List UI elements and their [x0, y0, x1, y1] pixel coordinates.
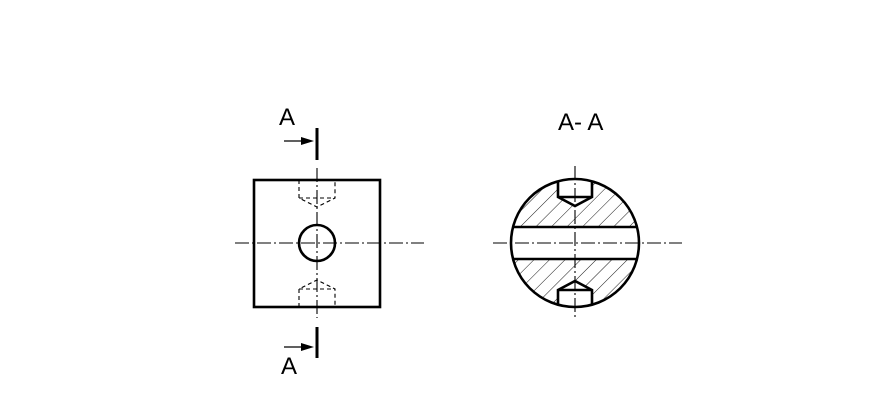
arrow-bottom — [284, 343, 314, 351]
section-label-bottom: A — [281, 353, 297, 380]
section-label-top: A — [279, 104, 295, 131]
arrow-top — [284, 137, 314, 145]
section-view-title: A- A — [558, 109, 603, 136]
section-view: A- A — [493, 109, 682, 318]
front-view: A A — [235, 104, 424, 380]
